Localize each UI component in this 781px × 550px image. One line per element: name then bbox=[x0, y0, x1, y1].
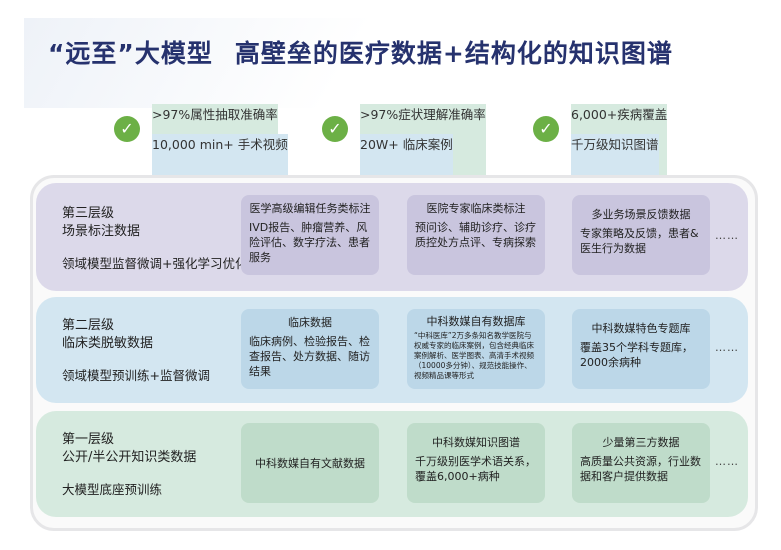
box-title: 多业务场景反馈数据 bbox=[591, 208, 691, 221]
check-icon: ✓ bbox=[322, 116, 348, 142]
box-body: “中科医库”2万多条知名教学医院与权威专家的临床案例，包含经典临床案例解析、医学… bbox=[414, 331, 534, 380]
data-box: 少量第三方数据 高质量公共资源，行业数据和客户提供数据 bbox=[572, 423, 710, 503]
box-body: 千万级别医学术语关系，覆盖6,000+病种 bbox=[415, 455, 536, 483]
more-ellipsis: …… bbox=[715, 229, 739, 242]
title-model-name: “远至”大模型 bbox=[48, 39, 213, 68]
layer-title-line-1: 第一层级 bbox=[62, 432, 115, 447]
layer-1: 第一层级 公开/半公开知识类数据 大模型底座预训练 中科数媒自有文献数据 中科数… bbox=[36, 411, 748, 517]
data-box: 医院专家临床类标注 预问诊、辅助诊疗、诊疗质控处方点评、专病探索 bbox=[407, 195, 545, 275]
data-box: 中科数媒自有数据库 “中科医库”2万多条知名教学医院与权威专家的临床案例，包含经… bbox=[407, 309, 545, 389]
box-title: 医学高级编辑任务类标注 bbox=[249, 202, 371, 215]
data-box: 临床数据 临床病例、检验报告、检查报告、处方数据、随访结果 bbox=[241, 309, 379, 389]
layer-title-line-1: 第二层级 bbox=[62, 318, 115, 333]
data-box: 医学高级编辑任务类标注 IVD报告、肿瘤营养、风险评估、数字疗法、患者服务 bbox=[241, 195, 379, 275]
title-background bbox=[24, 18, 384, 108]
box-title: 少量第三方数据 bbox=[602, 436, 680, 449]
data-box: 多业务场景反馈数据 专家策略及反馈，患者&医生行为数据 bbox=[572, 195, 710, 275]
box-body: 高质量公共资源，行业数据和客户提供数据 bbox=[580, 455, 701, 483]
layer-description: 领域模型监督微调+强化学习优化 bbox=[62, 256, 248, 271]
box-body: 预问诊、辅助诊疗、诊疗质控处方点评、专病探索 bbox=[415, 221, 536, 249]
layer-title-line-2: 临床类脱敏数据 bbox=[62, 336, 154, 351]
layer-2: 第二层级 临床类脱敏数据 领域模型预训练+监督微调 临床数据 临床病例、检验报告… bbox=[36, 297, 748, 403]
more-ellipsis: …… bbox=[715, 341, 739, 354]
check-icon: ✓ bbox=[114, 116, 140, 142]
box-title: 临床数据 bbox=[288, 316, 332, 329]
box-body: IVD报告、肿瘤营养、风险评估、数字疗法、患者服务 bbox=[249, 221, 370, 264]
check-icon: ✓ bbox=[533, 116, 559, 142]
layer-description: 大模型底座预训练 bbox=[62, 482, 163, 497]
title-slogan: 高壁垒的医疗数据+结构化的知识图谱 bbox=[234, 39, 673, 68]
more-ellipsis: …… bbox=[715, 455, 739, 468]
page-title: “远至”大模型高壁垒的医疗数据+结构化的知识图谱 bbox=[48, 34, 768, 84]
box-title: 中科数媒特色专题库 bbox=[591, 322, 691, 335]
layer-3: 第三层级 场景标注数据 领域模型监督微调+强化学习优化 医学高级编辑任务类标注 … bbox=[36, 183, 748, 291]
data-box: 中科数媒知识图谱 千万级别医学术语关系，覆盖6,000+病种 bbox=[407, 423, 545, 503]
box-body: 临床病例、检验报告、检查报告、处方数据、随访结果 bbox=[249, 335, 370, 378]
box-title: 医院专家临床类标注 bbox=[426, 202, 526, 215]
layer-description: 领域模型预训练+监督微调 bbox=[62, 368, 210, 383]
layer-title-line-2: 公开/半公开知识类数据 bbox=[62, 450, 197, 465]
box-body: 专家策略及反馈，患者&医生行为数据 bbox=[580, 227, 699, 255]
box-body: 覆盖35个学科专题库，2000余病种 bbox=[580, 341, 693, 369]
data-box: 中科数媒特色专题库 覆盖35个学科专题库，2000余病种 bbox=[572, 309, 710, 389]
box-title: 中科数媒自有数据库 bbox=[426, 315, 526, 328]
box-body: 中科数媒自有文献数据 bbox=[255, 456, 365, 470]
layer-title-line-1: 第三层级 bbox=[62, 206, 115, 221]
box-title: 中科数媒知识图谱 bbox=[432, 436, 520, 449]
data-box: 中科数媒自有文献数据 bbox=[241, 423, 379, 503]
layer-title-line-2: 场景标注数据 bbox=[62, 224, 141, 239]
